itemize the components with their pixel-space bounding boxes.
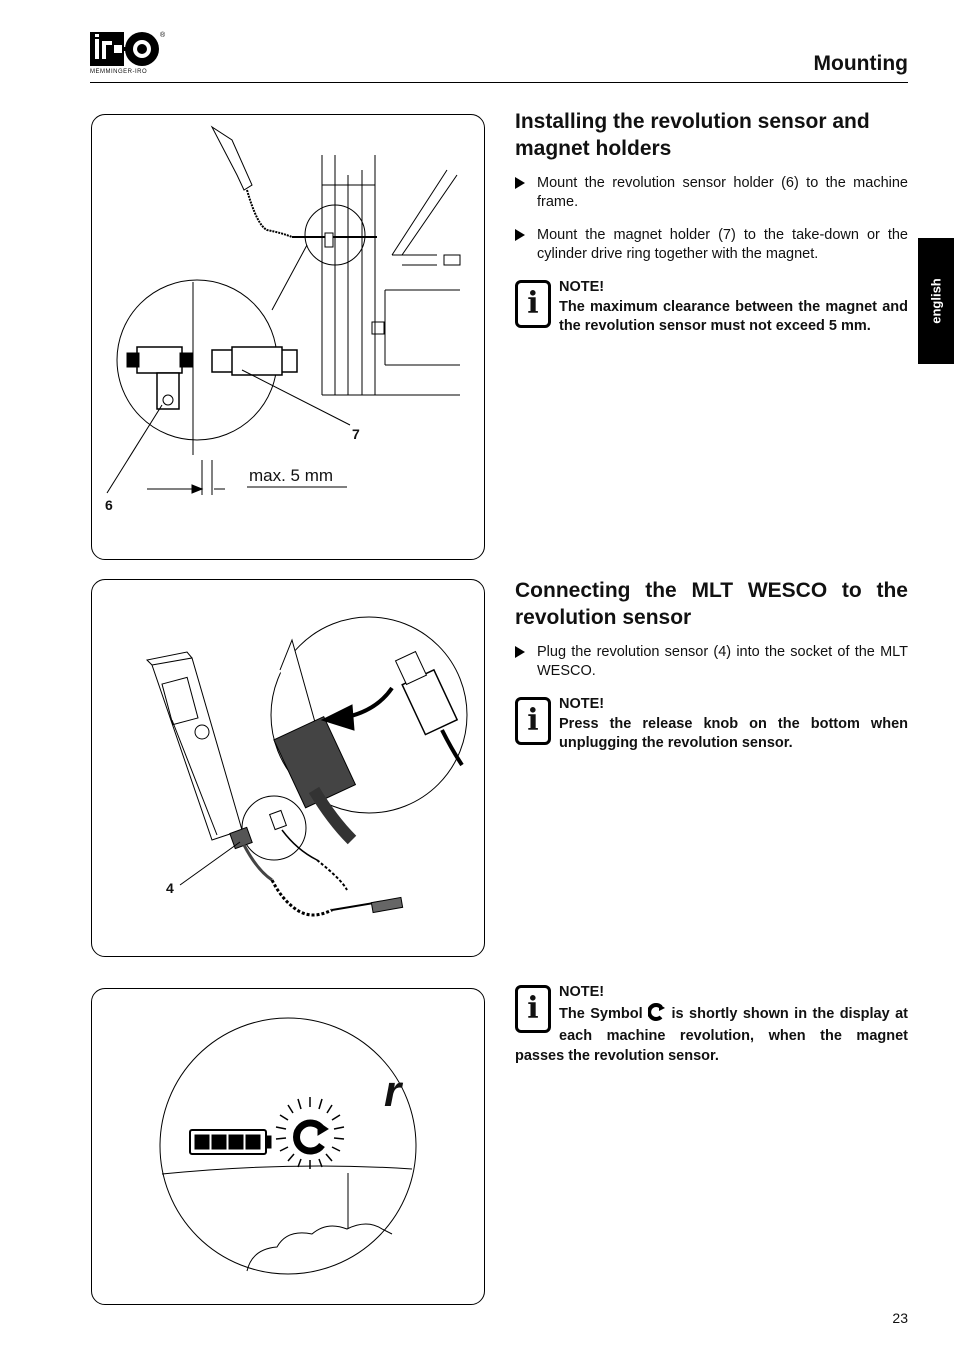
note-release-knob: i NOTE! Press the release knob on the bo… — [515, 695, 908, 754]
list-item: Mount the revolution sensor holder (6) t… — [515, 174, 908, 212]
callout-7: 7 — [352, 426, 360, 442]
language-tab-label: english — [928, 278, 944, 324]
note-text: The Symbol is shortly shown in the displ… — [515, 1002, 908, 1067]
language-tab: english — [918, 238, 954, 364]
dimension-label: max. 5 mm — [249, 466, 334, 485]
header-divider — [90, 82, 908, 83]
figure-sensor-connection: 4 — [91, 579, 485, 957]
note-label: NOTE! — [559, 279, 605, 295]
callout-4: 4 — [166, 880, 174, 896]
bullet-arrow-icon — [515, 229, 525, 241]
list-item: Plug the revolution sensor (4) into the … — [515, 643, 908, 681]
info-icon: i — [515, 280, 551, 328]
section-installing-title: Installing the revolution sensor and mag… — [515, 110, 870, 160]
section-installing: Installing the revolution sensor and mag… — [515, 108, 908, 337]
bullet-arrow-icon — [515, 177, 525, 189]
page-number: 23 — [892, 1310, 908, 1326]
page-section-title: Mounting — [813, 52, 908, 75]
note-text: Press the release knob on the bottom whe… — [559, 715, 908, 752]
section-connecting-steps: Plug the revolution sensor (4) into the … — [515, 643, 908, 681]
display-glyph: r — [384, 1067, 402, 1116]
note-clearance: i NOTE! The maximum clearance between th… — [515, 278, 908, 337]
note-text: The maximum clearance between the magnet… — [559, 298, 908, 335]
section-installing-steps: Mount the revolution sensor holder (6) t… — [515, 174, 908, 264]
note-label: NOTE! — [559, 696, 605, 712]
note-revolution-symbol: i NOTE! The Symbol is shortly shown in t… — [515, 983, 908, 1066]
bullet-arrow-icon — [515, 646, 525, 658]
callout-6: 6 — [105, 497, 113, 513]
figure-display-symbol: r — [91, 988, 485, 1305]
info-icon: i — [515, 985, 551, 1033]
note-label: NOTE! — [559, 984, 605, 1000]
svg-text:®: ® — [160, 31, 166, 39]
section-connecting-title: Connecting the MLT WESCO to the revoluti… — [515, 579, 908, 629]
figure-sensor-mounting: 7 6 max. 5 mm — [91, 114, 485, 560]
list-item: Mount the magnet holder (7) to the take-… — [515, 226, 908, 264]
iro-logo: ® — [90, 30, 166, 80]
section-connecting: Connecting the MLT WESCO to the revoluti… — [515, 577, 908, 754]
logo-subtitle: MEMMINGER-IRO — [90, 69, 148, 75]
revolution-symbol-icon — [647, 1002, 666, 1028]
info-icon: i — [515, 697, 551, 745]
